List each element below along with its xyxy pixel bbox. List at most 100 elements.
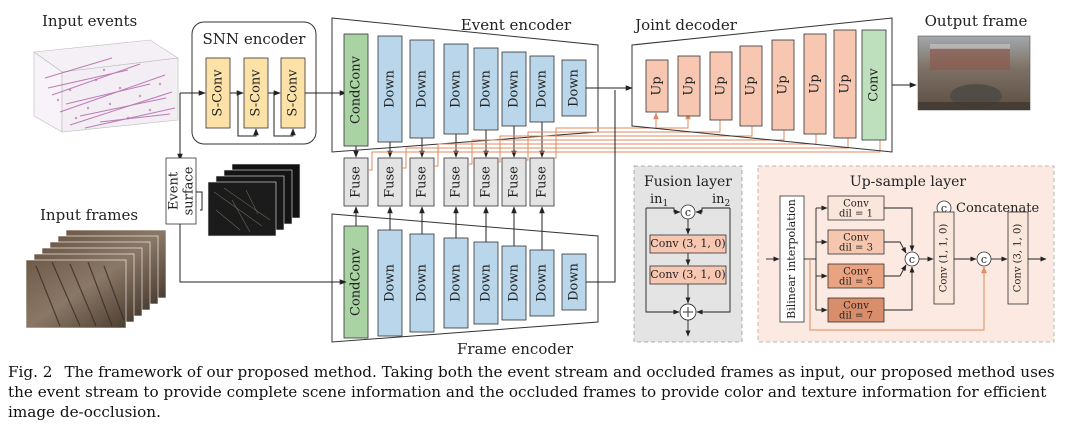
- svg-text:Conv: Conv: [843, 233, 869, 244]
- svg-text:Down: Down: [567, 262, 582, 300]
- svg-text:Fuse: Fuse: [415, 166, 430, 198]
- decoder-up-4: Up: [739, 45, 763, 127]
- event-condconv: CondConv: [343, 33, 369, 147]
- svg-text:Conv (3, 1, 0): Conv (3, 1, 0): [1013, 224, 1024, 293]
- decoder-conv: Conv: [861, 29, 887, 141]
- svg-text:dil = 1: dil = 1: [839, 209, 873, 220]
- figure-label: Fig. 2: [8, 363, 53, 381]
- joint-decoder-label: Joint decoder: [633, 16, 738, 34]
- svg-text:Fuse: Fuse: [349, 166, 364, 198]
- svg-text:Fuse: Fuse: [383, 166, 398, 198]
- svg-text:Up: Up: [714, 76, 729, 95]
- fuse-block-3: Fuse: [409, 157, 435, 207]
- output-frame-label: Output frame: [925, 12, 1028, 30]
- fusion-add-node: [679, 303, 697, 321]
- svg-text:Conv: Conv: [843, 199, 869, 210]
- svg-text:Down: Down: [507, 69, 522, 107]
- frame-down-6: Down: [529, 249, 555, 317]
- fuse-block-7: Fuse: [529, 157, 555, 207]
- svg-text:Up: Up: [808, 74, 823, 93]
- svg-text:c: c: [941, 202, 947, 215]
- frame-down-4: Down: [473, 241, 499, 325]
- frame-down-2: Down: [409, 233, 435, 333]
- svg-text:Fuse: Fuse: [507, 166, 522, 198]
- svg-text:Fuse: Fuse: [535, 166, 550, 198]
- event-down-7: Down: [561, 59, 587, 117]
- svg-text:Up: Up: [838, 74, 853, 93]
- upsample-conv-3x3: Conv (3, 1, 0): [1007, 211, 1029, 305]
- upsample-layer-title: Up-sample layer: [850, 174, 966, 190]
- svg-text:dil = 3: dil = 3: [839, 243, 873, 254]
- event-surface-block: Event surface: [165, 157, 197, 225]
- svg-text:S-Conv: S-Conv: [286, 69, 301, 117]
- snn-encoder-label: SNN encoder: [203, 30, 307, 48]
- svg-text:dil = 5: dil = 5: [839, 277, 873, 288]
- output-frame-image: [917, 35, 1031, 111]
- fuse-block-2: Fuse: [377, 157, 403, 207]
- svg-text:Up: Up: [744, 76, 759, 95]
- upsample-branch-2: Conv dil = 3: [827, 229, 885, 255]
- decoder-up-7: Up: [833, 29, 857, 139]
- svg-text:Up: Up: [776, 75, 791, 94]
- svg-text:Up: Up: [650, 76, 665, 95]
- bilinear-interpolation-block: Bilinear interpolation: [779, 195, 805, 323]
- svg-text:Event: Event: [167, 171, 182, 210]
- svg-text:CondConv: CondConv: [349, 55, 364, 124]
- event-down-2: Down: [409, 39, 435, 139]
- svg-text:Up: Up: [682, 76, 697, 95]
- joint-decoder-frame: [631, 17, 893, 153]
- svg-text:dil = 7: dil = 7: [839, 311, 873, 322]
- event-down-5: Down: [501, 51, 527, 127]
- svg-text:Bilinear interpolation: Bilinear interpolation: [785, 199, 798, 319]
- sconv-block-3: S-Conv: [280, 57, 306, 129]
- event-down-4: Down: [473, 47, 499, 131]
- svg-text:Down: Down: [449, 69, 464, 107]
- event-down-6: Down: [529, 55, 555, 123]
- svg-text:CondConv: CondConv: [349, 247, 364, 316]
- es-image-stack: [207, 163, 301, 237]
- svg-text:Down: Down: [383, 263, 398, 301]
- fusion-conv-1: Conv (3, 1, 0): [649, 234, 727, 254]
- svg-text:Down: Down: [567, 68, 582, 106]
- svg-text:Fuse: Fuse: [479, 166, 494, 198]
- input-frames-stack: [25, 229, 167, 329]
- input-events-label: Input events: [42, 12, 137, 30]
- svg-text:Conv (1, 1, 0): Conv (1, 1, 0): [939, 224, 950, 293]
- decoder-up-6: Up: [803, 33, 827, 135]
- svg-text:Down: Down: [479, 69, 494, 107]
- fuse-block-5: Fuse: [473, 157, 499, 207]
- svg-text:Fuse: Fuse: [449, 166, 464, 198]
- svg-text:Down: Down: [415, 263, 430, 301]
- svg-text:Conv (3, 1, 0): Conv (3, 1, 0): [650, 268, 725, 281]
- upsample-branch-3: Conv dil = 5: [827, 263, 885, 289]
- svg-text:c: c: [909, 253, 915, 266]
- frame-condconv: CondConv: [343, 225, 369, 339]
- fuse-block-4: Fuse: [443, 157, 469, 207]
- fusion-layer-title: Fusion layer: [644, 174, 732, 190]
- framework-diagram: Input events SNN encoder S-Conv S-Conv S…: [25, 12, 1055, 358]
- frame-encoder-frame: [331, 213, 599, 343]
- svg-text:Down: Down: [383, 69, 398, 107]
- fusion-in2-label: in2: [712, 192, 730, 209]
- svg-text:Conv: Conv: [867, 68, 882, 102]
- frame-down-5: Down: [501, 245, 527, 321]
- svg-text:Conv: Conv: [843, 301, 869, 312]
- svg-text:Down: Down: [535, 69, 550, 107]
- decoder-up-5: Up: [771, 39, 795, 131]
- svg-text:Conv: Conv: [843, 267, 869, 278]
- decoder-up-1: Up: [645, 59, 669, 113]
- event-down-3: Down: [443, 43, 469, 135]
- svg-text:S-Conv: S-Conv: [249, 69, 264, 117]
- upsample-branch-1: Conv dil = 1: [827, 195, 885, 221]
- svg-text:Down: Down: [449, 263, 464, 301]
- fusion-conv-2: Conv (3, 1, 0): [649, 265, 727, 285]
- input-events-plot: [33, 39, 179, 133]
- svg-text:Down: Down: [535, 263, 550, 301]
- sconv-block-2: S-Conv: [243, 57, 269, 129]
- frame-encoder-label: Frame encoder: [457, 340, 574, 358]
- svg-text:S-Conv: S-Conv: [211, 69, 226, 117]
- snn-encoder-frame: [191, 21, 317, 145]
- upsample-branch-4: Conv dil = 7: [827, 297, 885, 323]
- upsample-skip-line: [809, 259, 987, 331]
